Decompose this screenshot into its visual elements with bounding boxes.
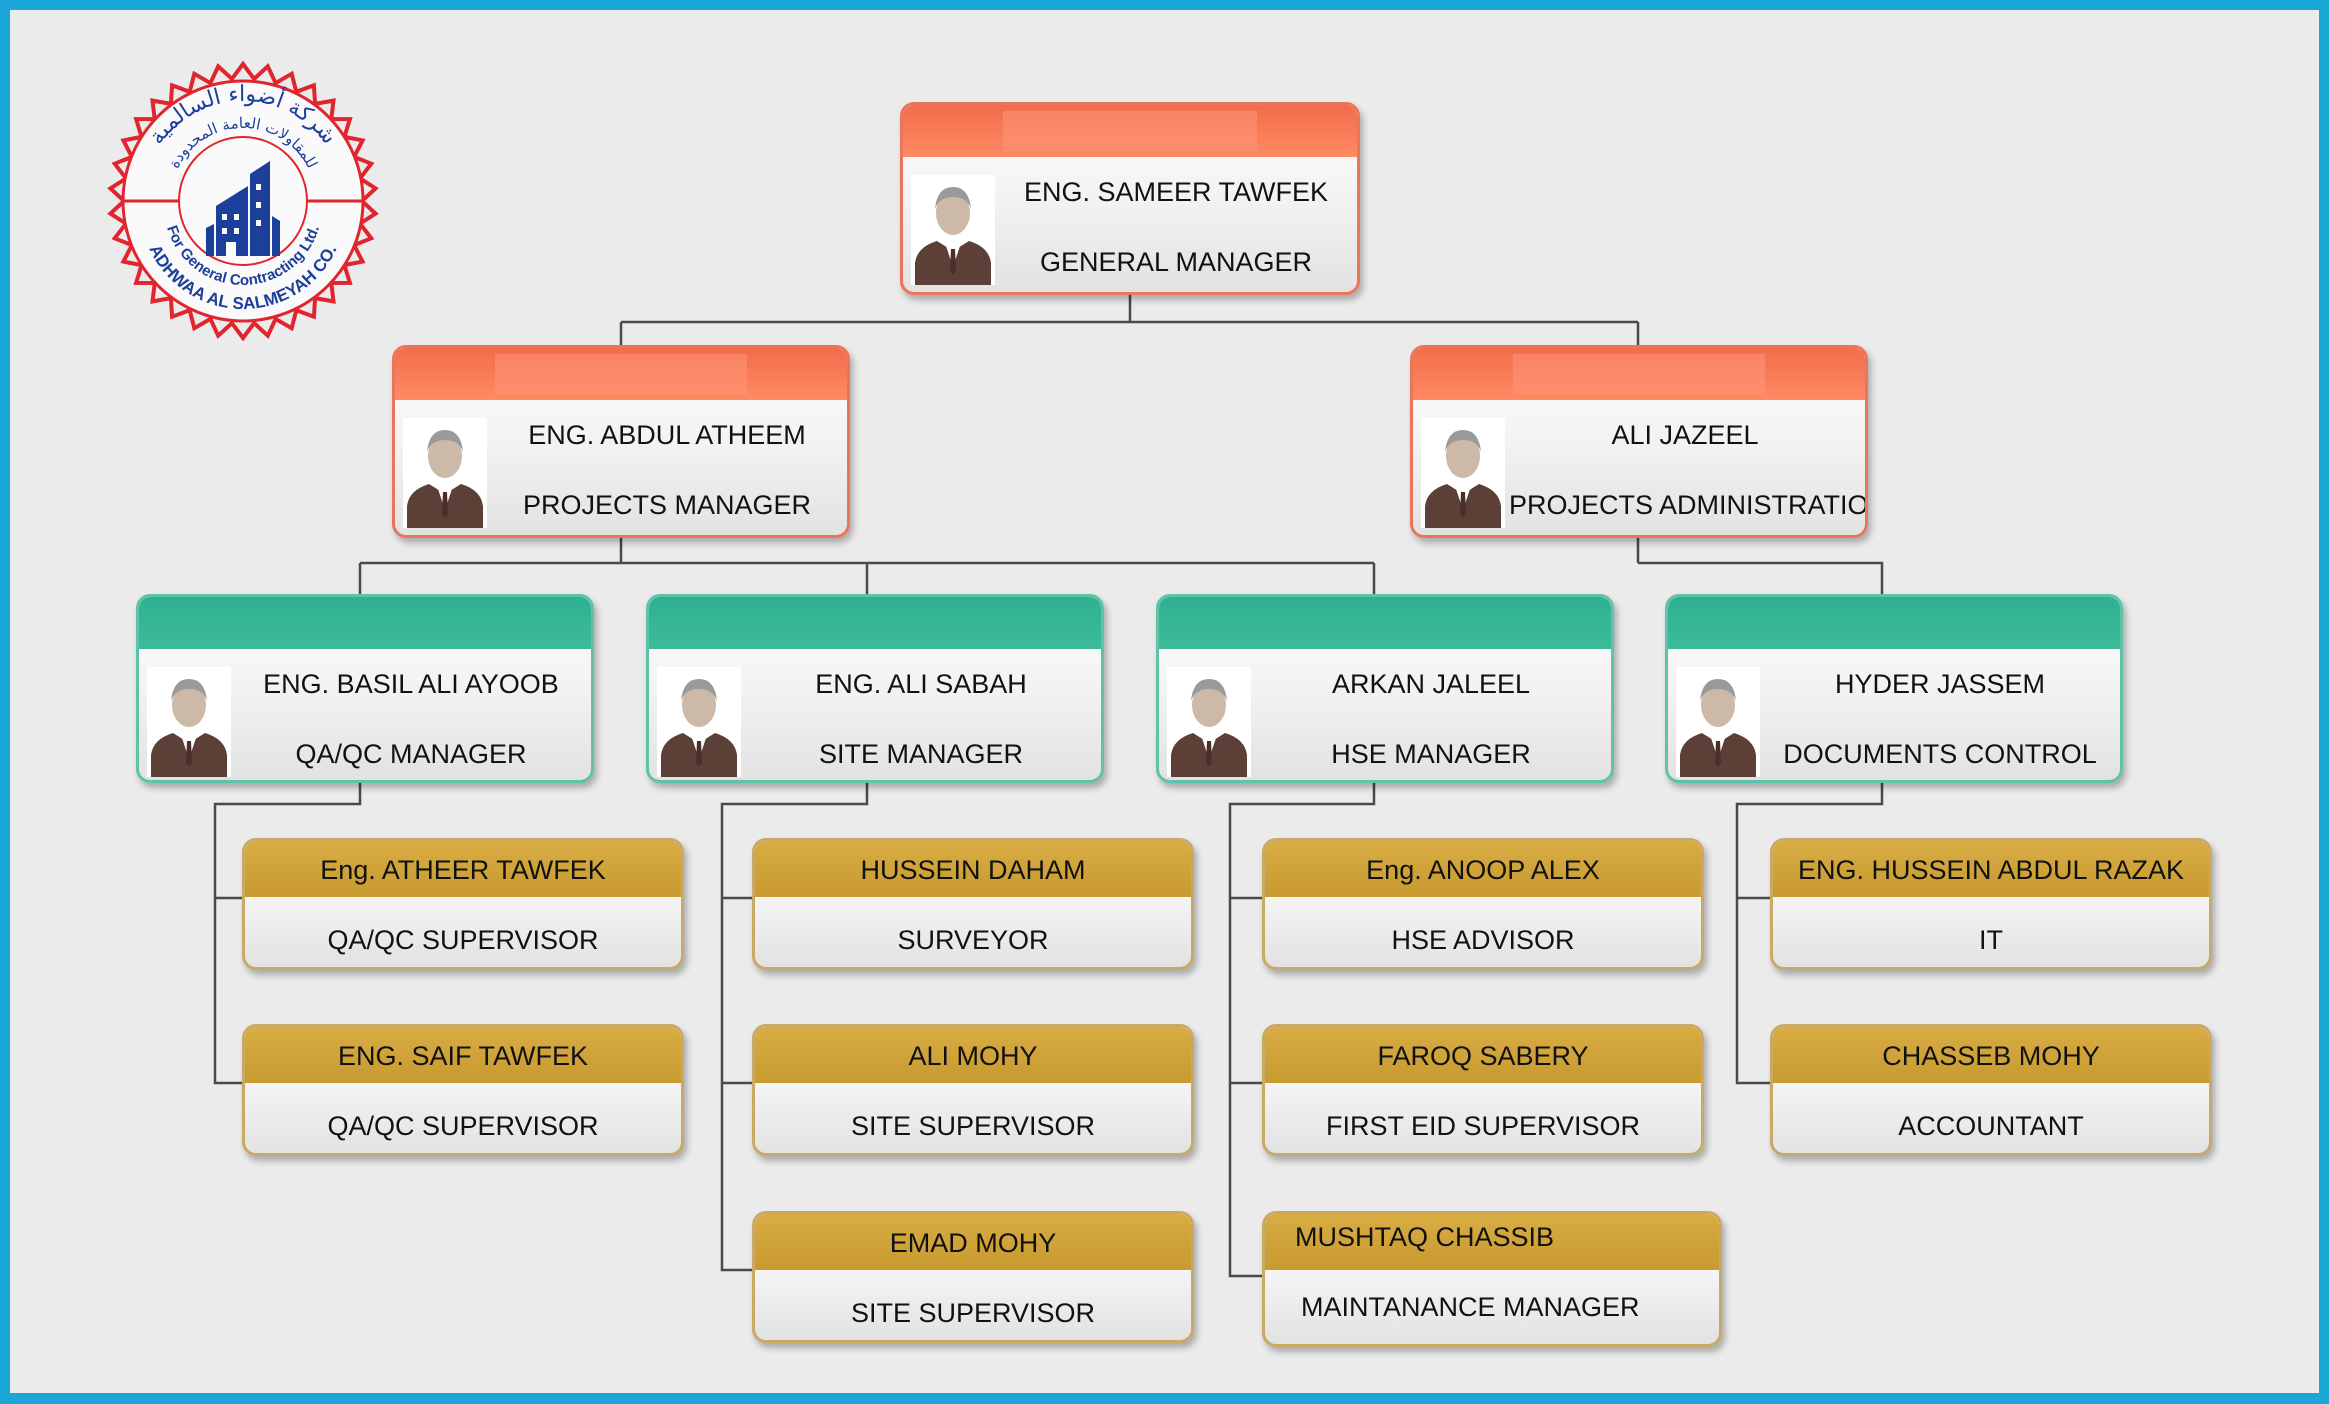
staff-card: MUSHTAQ CHASSIB MAINTANANCE MANAGER (1262, 1211, 1722, 1347)
card-header (649, 597, 1101, 649)
person-title: GENERAL MANAGER (1039, 247, 1313, 277)
person-title: QA/QC SUPERVISOR (327, 1111, 599, 1141)
staff-card: CHASSEB MOHY ACCOUNTANT (1770, 1024, 2212, 1156)
person-name: HYDER JASSEM (1834, 669, 2046, 699)
card-header (245, 841, 681, 897)
person-title: FIRST EID SUPERVISOR (1325, 1111, 1641, 1141)
person-title: SURVEYOR (897, 925, 1049, 955)
card-header (1773, 1027, 2209, 1083)
person-silhouette-icon (407, 430, 483, 528)
person-name: MUSHTAQ CHASSIB (1295, 1222, 1555, 1252)
card-header (755, 841, 1191, 897)
avatar (1676, 667, 1760, 777)
staff-card: ENG. SAIF TAWFEK QA/QC SUPERVISOR (242, 1024, 684, 1156)
staff-card: Eng. ATHEER TAWFEK QA/QC SUPERVISOR (242, 838, 684, 970)
card-header (1668, 597, 2120, 649)
person-name: ALI JAZEEL (1611, 420, 1759, 450)
person-title: MAINTANANCE MANAGER (1301, 1292, 1640, 1322)
documents-control-card: HYDER JASSEM DOCUMENTS CONTROL (1665, 594, 2123, 783)
person-silhouette-icon (661, 679, 737, 777)
card-header (139, 597, 591, 649)
site-manager-card: ENG. ALI SABAH SITE MANAGER (646, 594, 1104, 783)
person-title: SITE MANAGER (818, 739, 1024, 769)
person-title: SITE SUPERVISOR (850, 1298, 1096, 1328)
person-name: HUSSEIN DAHAM (860, 855, 1086, 885)
avatar (911, 175, 995, 285)
card-header (1265, 1027, 1701, 1083)
person-name: Eng. ANOOP ALEX (1366, 855, 1600, 885)
person-title: QA/QC MANAGER (295, 739, 527, 769)
card-header (1413, 348, 1865, 400)
staff-card: FAROQ SABERY FIRST EID SUPERVISOR (1262, 1024, 1704, 1156)
person-name: ENG. SAMEER TAWFEK (1023, 177, 1329, 207)
avatar (147, 667, 231, 777)
staff-card: Eng. ANOOP ALEX HSE ADVISOR (1262, 838, 1704, 970)
card-header (245, 1027, 681, 1083)
card-header (1265, 841, 1701, 897)
card-header (755, 1027, 1191, 1083)
card-header (1265, 1214, 1719, 1270)
staff-card: ALI MOHY SITE SUPERVISOR (752, 1024, 1194, 1156)
person-name: ENG. SAIF TAWFEK (337, 1041, 589, 1071)
avatar (1167, 667, 1251, 777)
person-name: ARKAN JALEEL (1331, 669, 1531, 699)
person-name: ENG. ABDUL ATHEEM (528, 420, 806, 450)
building-icon (206, 161, 280, 256)
person-title: DOCUMENTS CONTROL (1783, 739, 2097, 769)
avatar (403, 418, 487, 528)
person-title: HSE ADVISOR (1391, 925, 1575, 955)
card-header (395, 348, 847, 400)
staff-card: EMAD MOHY SITE SUPERVISOR (752, 1211, 1194, 1343)
connector-lines (213, 295, 1884, 1278)
person-silhouette-icon (1171, 679, 1247, 777)
card-header (1773, 841, 2209, 897)
avatar (1421, 418, 1505, 528)
person-title: PROJECTS MANAGER (522, 490, 812, 520)
company-logo-seal: شركة أضواء السالمية للمقاولات العامة الم… (107, 60, 379, 342)
staff-card: ENG. HUSSEIN ABDUL RAZAK IT (1770, 838, 2212, 970)
qaqc-manager-card: ENG. BASIL ALI AYOOB QA/QC MANAGER (136, 594, 594, 783)
person-title: ACCOUNTANT (1898, 1111, 2084, 1141)
org-chart-canvas: شركة أضواء السالمية للمقاولات العامة الم… (10, 10, 2319, 1393)
person-name: ENG. HUSSEIN ABDUL RAZAK (1797, 855, 2185, 885)
person-title: SITE SUPERVISOR (850, 1111, 1096, 1141)
hse-manager-card: ARKAN JALEEL HSE MANAGER (1156, 594, 1614, 783)
person-title: HSE MANAGER (1331, 739, 1531, 769)
projects-administration-card: ALI JAZEEL PROJECTS ADMINISTRATION (1410, 345, 1868, 538)
person-name: FAROQ SABERY (1377, 1041, 1589, 1071)
person-name: EMAD MOHY (889, 1228, 1057, 1258)
staff-card: HUSSEIN DAHAM SURVEYOR (752, 838, 1194, 970)
person-silhouette-icon (1680, 679, 1756, 777)
person-title: IT (1979, 925, 2003, 955)
person-name: CHASSEB MOHY (1882, 1041, 2100, 1071)
person-name: ENG. ALI SABAH (815, 669, 1027, 699)
person-name: Eng. ATHEER TAWFEK (320, 855, 606, 885)
avatar (657, 667, 741, 777)
person-name: ENG. BASIL ALI AYOOB (263, 669, 559, 699)
person-name: ALI MOHY (908, 1041, 1038, 1071)
card-header (1159, 597, 1611, 649)
person-silhouette-icon (1425, 430, 1501, 528)
general-manager-card: ENG. SAMEER TAWFEK GENERAL MANAGER (900, 102, 1360, 295)
person-title: QA/QC SUPERVISOR (327, 925, 599, 955)
person-silhouette-icon (915, 187, 991, 285)
projects-manager-card: ENG. ABDUL ATHEEM PROJECTS MANAGER (392, 345, 850, 538)
card-header (755, 1214, 1191, 1270)
card-header (903, 105, 1357, 157)
person-silhouette-icon (151, 679, 227, 777)
person-title: PROJECTS ADMINISTRATION (1509, 490, 1868, 520)
logo-serrated-border (107, 60, 379, 342)
